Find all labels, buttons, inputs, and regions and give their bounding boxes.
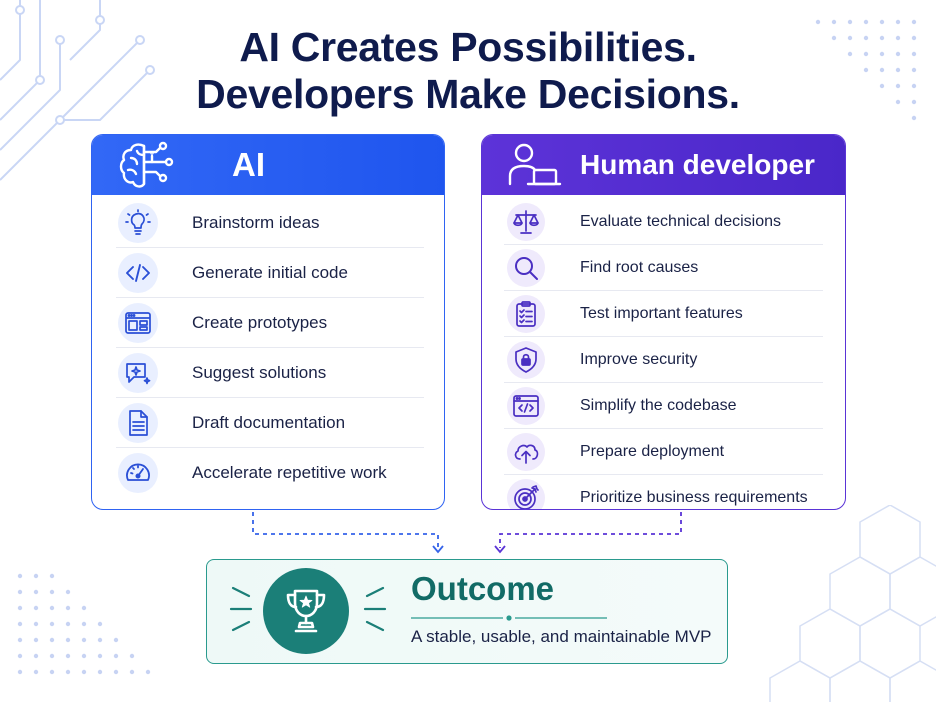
code-brackets-icon bbox=[126, 263, 150, 282]
outcome-box: Outcome A stable, usable, and maintainab… bbox=[206, 559, 728, 664]
human-task-item: Prioritize business requirements bbox=[504, 475, 823, 509]
ai-task-item: Generate initial code bbox=[116, 248, 424, 298]
ai-task-label: Create prototypes bbox=[192, 312, 328, 332]
balance-scale-icon bbox=[513, 209, 539, 234]
outcome-divider bbox=[411, 615, 607, 621]
human-task-label: Evaluate technical decisions bbox=[580, 212, 782, 230]
connector-arrows bbox=[252, 512, 682, 554]
document-icon bbox=[129, 409, 148, 436]
rays-decoration bbox=[363, 586, 387, 632]
ai-task-item: Brainstorm ideas bbox=[116, 198, 424, 248]
human-task-label: Prepare deployment bbox=[580, 442, 725, 460]
human-connector-line bbox=[499, 512, 682, 548]
outcome-title: Outcome bbox=[411, 570, 555, 607]
trophy-icon bbox=[286, 589, 326, 633]
ai-task-label: Brainstorm ideas bbox=[192, 212, 320, 232]
rays-decoration bbox=[229, 586, 253, 632]
browser-layout-icon bbox=[125, 311, 151, 334]
human-task-item: Prepare deployment bbox=[504, 429, 823, 475]
human-task-item: Simplify the codebase bbox=[504, 383, 823, 429]
human-task-label: Improve security bbox=[580, 350, 698, 368]
title-line-2: Developers Make Decisions. bbox=[196, 71, 740, 117]
ai-connector-line bbox=[252, 512, 439, 548]
ai-task-label: Accelerate repetitive work bbox=[192, 462, 387, 482]
shield-lock-icon bbox=[515, 346, 537, 373]
magnifier-icon bbox=[515, 256, 538, 280]
code-window-icon bbox=[513, 394, 539, 417]
human-connector-arrowhead bbox=[494, 545, 506, 554]
ai-task-list: Brainstorm ideas Generate initial code C… bbox=[116, 198, 424, 497]
human-task-item: Find root causes bbox=[504, 245, 823, 291]
ai-panel-header: AI bbox=[92, 135, 444, 195]
dot-grid-decoration bbox=[17, 573, 151, 675]
ai-task-item: Suggest solutions bbox=[116, 348, 424, 398]
human-task-label: Find root causes bbox=[580, 258, 699, 276]
ai-task-label: Generate initial code bbox=[192, 262, 348, 282]
chat-sparkle-icon bbox=[126, 362, 151, 384]
ai-task-item: Create prototypes bbox=[116, 298, 424, 348]
speedometer-icon bbox=[126, 463, 150, 481]
trophy-badge bbox=[263, 568, 349, 654]
human-panel-title: Human developer bbox=[580, 149, 815, 180]
hexagon-decoration bbox=[769, 505, 936, 702]
human-task-item: Test important features bbox=[504, 291, 823, 337]
person-laptop-icon bbox=[508, 143, 562, 186]
ai-task-item: Accelerate repetitive work bbox=[116, 448, 424, 497]
ai-task-item: Draft documentation bbox=[116, 398, 424, 448]
ai-task-label: Suggest solutions bbox=[192, 362, 327, 382]
ai-panel: AI Brainstorm ideas Generate initial cod… bbox=[91, 134, 445, 510]
human-task-label: Prioritize business requirements bbox=[580, 488, 808, 506]
human-developer-panel: Human developer Evaluate technical decis… bbox=[481, 134, 846, 510]
human-task-label: Simplify the codebase bbox=[580, 396, 737, 414]
lightbulb-icon bbox=[125, 208, 151, 235]
cloud-upload-icon bbox=[514, 443, 539, 464]
target-icon bbox=[514, 484, 539, 509]
checklist-icon bbox=[516, 300, 536, 327]
ai-task-label: Draft documentation bbox=[192, 412, 346, 432]
human-task-list: Evaluate technical decisions Find root c… bbox=[504, 199, 823, 509]
human-task-label: Test important features bbox=[580, 304, 743, 322]
page-title: AI Creates Possibilities. Developers Mak… bbox=[0, 24, 936, 118]
ai-panel-title: AI bbox=[232, 146, 265, 183]
title-line-1: AI Creates Possibilities. bbox=[239, 24, 697, 70]
human-task-item: Improve security bbox=[504, 337, 823, 383]
outcome-description: A stable, usable, and maintainable MVP bbox=[411, 627, 712, 646]
brain-circuit-icon bbox=[119, 141, 174, 188]
ai-connector-arrowhead bbox=[432, 545, 444, 554]
human-task-item: Evaluate technical decisions bbox=[504, 199, 823, 245]
human-panel-header: Human developer bbox=[482, 135, 845, 195]
